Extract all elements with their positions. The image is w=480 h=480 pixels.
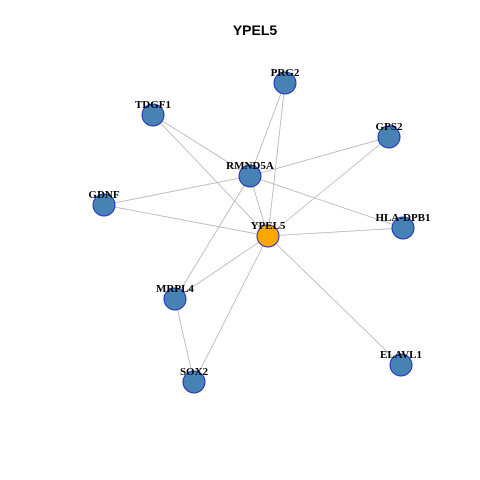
node-label-ypel5: YPEL5 <box>251 220 286 232</box>
edge-ypel5-mrpl4 <box>174 235 269 300</box>
edge-layer <box>103 82 404 383</box>
edge-rmnd5a-gdnf <box>103 175 251 206</box>
node-label-gps2: GPS2 <box>376 121 403 133</box>
node-rmnd5a[interactable] <box>238 164 262 188</box>
node-label-mrpl4: MRPL4 <box>156 283 194 295</box>
node-gps2[interactable] <box>377 125 401 149</box>
node-label-gdnf: GDNF <box>88 189 119 201</box>
edge-ypel5-elavl1 <box>267 235 402 366</box>
node-label-elavl1: ELAVL1 <box>380 349 422 361</box>
node-label-prg2: PRG2 <box>271 67 300 79</box>
edge-ypel5-gps2 <box>267 136 390 237</box>
edge-rmnd5a-mrpl4 <box>174 175 251 300</box>
edge-rmnd5a-hla-dpb1 <box>249 175 404 229</box>
edge-ypel5-sox2 <box>193 235 269 383</box>
edge-mrpl4-sox2 <box>174 298 195 383</box>
edge-rmnd5a-prg2 <box>249 82 286 177</box>
node-gdnf[interactable] <box>92 193 116 217</box>
edge-ypel5-hla-dpb1 <box>267 227 404 237</box>
node-mrpl4[interactable] <box>163 287 187 311</box>
node-elavl1[interactable] <box>389 353 413 377</box>
node-label-rmnd5a: RMND5A <box>226 160 274 172</box>
node-tdgf1[interactable] <box>141 103 165 127</box>
node-prg2[interactable] <box>273 71 297 95</box>
node-label-hla-dpb1: HLA-DPB1 <box>376 212 431 224</box>
edge-rmnd5a-tdgf1 <box>152 114 251 177</box>
edge-ypel5-tdgf1 <box>152 114 269 237</box>
diagram-title: YPEL5 <box>233 22 278 38</box>
node-ypel5[interactable] <box>256 224 280 248</box>
node-layer <box>92 71 415 394</box>
node-label-sox2: SOX2 <box>180 366 209 378</box>
edge-rmnd5a-gps2 <box>249 136 390 177</box>
edge-ypel5-prg2 <box>267 82 286 237</box>
node-hla-dpb1[interactable] <box>391 216 415 240</box>
edge-ypel5-gdnf <box>103 204 269 237</box>
node-label-tdgf1: TDGF1 <box>135 99 171 111</box>
node-sox2[interactable] <box>182 370 206 394</box>
